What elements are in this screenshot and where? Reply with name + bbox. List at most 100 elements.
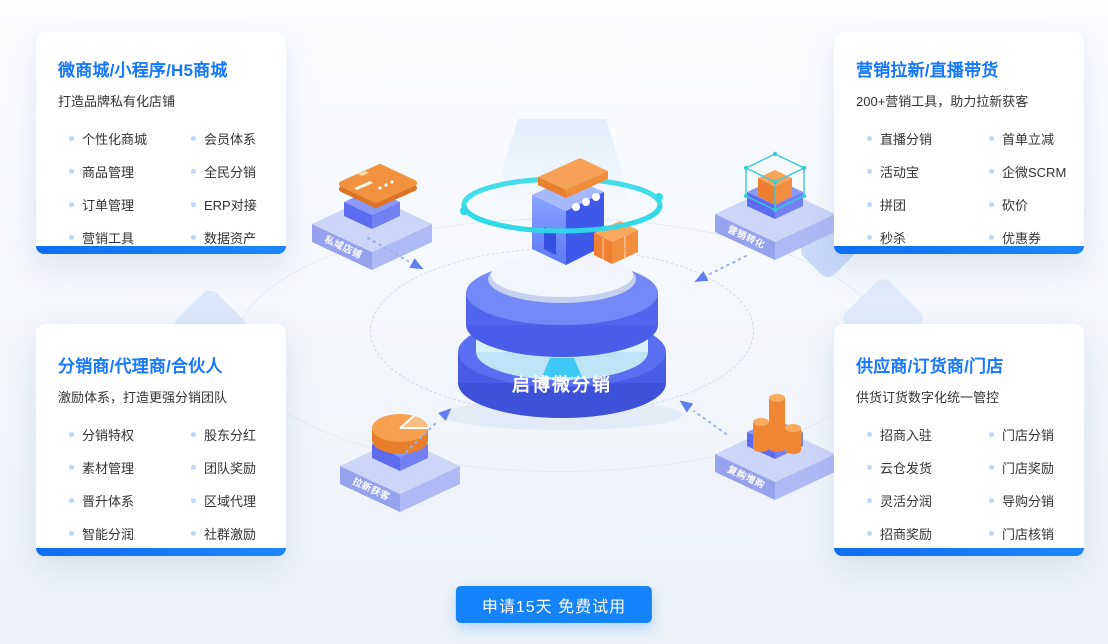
feature-item-label: 数据资产 — [204, 231, 257, 246]
card-subtitle: 供货订货数字化统一管控 — [856, 390, 1000, 405]
feature-item-label: 团队奖励 — [204, 461, 257, 476]
card-accent-bar — [36, 548, 286, 556]
bullet-icon — [191, 202, 196, 207]
card-subtitle: 激励体系，打造更强分销团队 — [58, 390, 228, 405]
feature-item: 云仓发货 — [867, 458, 989, 477]
feature-item-label: 区域代理 — [204, 494, 257, 509]
feature-item-label: 导购分销 — [1002, 494, 1055, 509]
feature-item-label: 门店奖励 — [1002, 461, 1055, 476]
feature-item-label: 会员体系 — [204, 132, 257, 147]
bullet-icon — [191, 531, 196, 536]
bullet-icon — [191, 498, 196, 503]
feature-item: 门店核销 — [989, 524, 1062, 543]
wireframe-cube-icon — [743, 151, 807, 213]
feature-item: 秒杀 — [867, 228, 989, 247]
feature-item-label: 订单管理 — [82, 198, 135, 213]
satellite-private-shop: 私域店铺 — [312, 164, 432, 270]
feature-item: 个性化商城 — [69, 129, 191, 148]
free-trial-button[interactable]: 申请15天 免费试用 — [455, 586, 653, 623]
pie-chart-icon — [372, 414, 428, 454]
satellite-marketing-conversion: 营销转化 — [715, 151, 835, 260]
card-item-grid: 分销特权 股东分红 素材管理 团队奖励 晋升体系 区域代理 智能分润 社群激励 — [58, 425, 264, 543]
feature-item-label: ERP对接 — [204, 198, 257, 213]
card-title: 分销商/代理商/合伙人 — [58, 357, 223, 376]
feature-item: 导购分销 — [989, 491, 1062, 510]
bullet-icon — [867, 465, 872, 470]
feature-item: 砍价 — [989, 195, 1066, 214]
feature-item: 首单立减 — [989, 129, 1066, 148]
feature-item-label: 门店分销 — [1002, 428, 1055, 443]
card-accent-bar — [834, 246, 1084, 254]
satellite-customer-acquisition: 拉新获客 — [340, 414, 460, 512]
bar-chart-icon — [753, 394, 801, 454]
feature-item-label: 社群激励 — [204, 527, 257, 542]
card-title: 营销拉新/直播带货 — [856, 61, 999, 80]
bullet-icon — [867, 202, 872, 207]
feature-item-label: 招商入驻 — [880, 428, 933, 443]
feature-item: 门店奖励 — [989, 458, 1062, 477]
bullet-icon — [989, 169, 994, 174]
satellite-repurchase-growth: 复购增购 — [715, 394, 835, 500]
bullet-icon — [867, 136, 872, 141]
podium-stage-top — [488, 253, 636, 303]
feature-item: 企微SCRM — [989, 162, 1066, 181]
bullet-icon — [989, 202, 994, 207]
feature-item-label: 企微SCRM — [1002, 165, 1067, 180]
feature-card-marketing: 营销拉新/直播带货 200+营销工具，助力拉新获客 直播分销 首单立减 活动宝 … — [834, 32, 1084, 254]
bullet-icon — [69, 169, 74, 174]
feature-item-label: 营销工具 — [82, 231, 135, 246]
podium-brand-label: 启博微分销 — [512, 374, 612, 395]
bullet-icon — [867, 169, 872, 174]
bullet-icon — [69, 202, 74, 207]
teal-ring-front-arc — [461, 204, 663, 234]
bullet-icon — [69, 498, 74, 503]
feature-item: 商品管理 — [69, 162, 191, 181]
feature-item: 股东分红 — [191, 425, 264, 444]
card-item-grid: 直播分销 首单立减 活动宝 企微SCRM 拼团 砍价 秒杀 优惠券 — [856, 129, 1066, 247]
feature-item: 素材管理 — [69, 458, 191, 477]
feature-item: 晋升体系 — [69, 491, 191, 510]
flow-arrow-bottom-left — [405, 408, 452, 453]
bullet-icon — [191, 432, 196, 437]
bullet-icon — [69, 465, 74, 470]
bullet-icon — [191, 136, 196, 141]
feature-item: 订单管理 — [69, 195, 191, 214]
light-beam — [490, 119, 634, 211]
feature-item-label: 秒杀 — [880, 231, 907, 246]
feature-item: 营销工具 — [69, 228, 191, 247]
feature-item-label: 素材管理 — [82, 461, 135, 476]
feature-item: 优惠券 — [989, 228, 1066, 247]
card-subtitle: 200+营销工具，助力拉新获客 — [856, 94, 1029, 109]
feature-item-label: 拼团 — [880, 198, 907, 213]
feature-item: 全民分销 — [191, 162, 264, 181]
card-subtitle: 打造品牌私有化店铺 — [58, 94, 176, 109]
feature-item: 招商入驻 — [867, 425, 989, 444]
feature-item: 招商奖励 — [867, 524, 989, 543]
bullet-icon — [989, 432, 994, 437]
feature-item: 直播分销 — [867, 129, 989, 148]
membership-card-icon — [339, 164, 417, 208]
card-accent-bar — [834, 548, 1084, 556]
feature-item-label: 招商奖励 — [880, 527, 933, 542]
feature-card-supplier: 供应商/订货商/门店 供货订货数字化统一管控 招商入驻 门店分销 云仓发货 门店… — [834, 324, 1084, 556]
bullet-icon — [989, 498, 994, 503]
bullet-icon — [191, 235, 196, 240]
card-item-grid: 个性化商城 会员体系 商品管理 全民分销 订单管理 ERP对接 营销工具 数据资… — [58, 129, 264, 247]
bullet-icon — [989, 465, 994, 470]
bullet-icon — [69, 432, 74, 437]
feature-item: ERP对接 — [191, 195, 264, 214]
feature-item-label: 云仓发货 — [880, 461, 933, 476]
card-title: 供应商/订货商/门店 — [856, 357, 1004, 376]
feature-item-label: 直播分销 — [880, 132, 933, 147]
central-platform-illustration: 启博微分销 — [442, 119, 682, 430]
bullet-icon — [989, 136, 994, 141]
feature-item-label: 优惠券 — [1002, 231, 1042, 246]
feature-item-label: 首单立减 — [1002, 132, 1055, 147]
flow-arrow-top-right — [694, 255, 747, 282]
bullet-icon — [867, 531, 872, 536]
feature-card-distributor: 分销商/代理商/合伙人 激励体系，打造更强分销团队 分销特权 股东分红 素材管理… — [36, 324, 286, 556]
feature-item: 活动宝 — [867, 162, 989, 181]
bullet-icon — [867, 432, 872, 437]
bullet-icon — [867, 235, 872, 240]
